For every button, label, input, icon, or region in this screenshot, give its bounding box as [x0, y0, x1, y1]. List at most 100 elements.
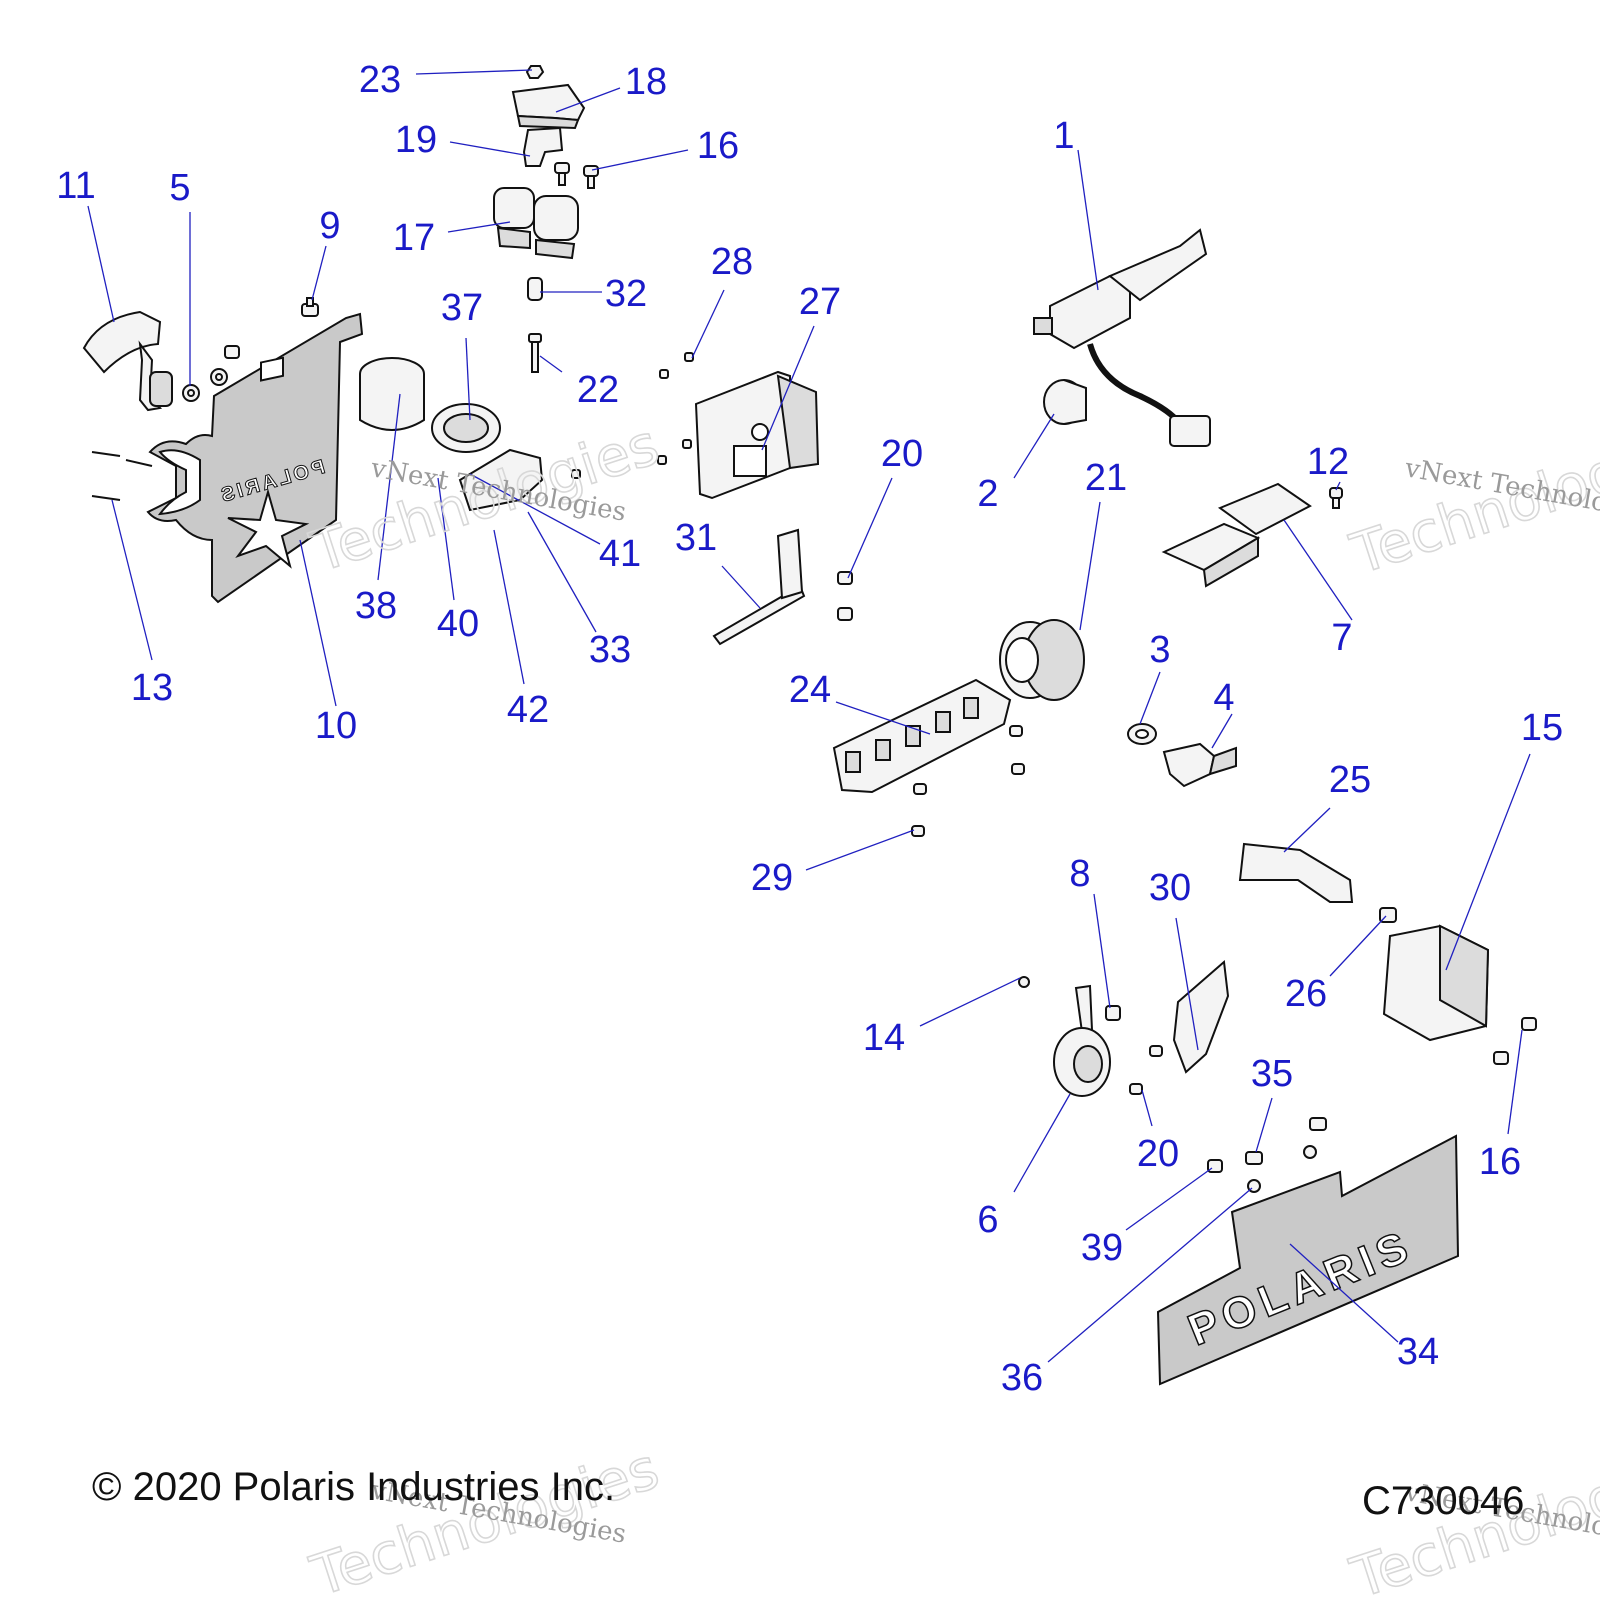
leader-line-c8 [1093, 893, 1111, 1009]
part-8-bolt [1105, 1005, 1121, 1021]
part-17-relay-block [493, 187, 579, 260]
leader-line-c25 [1283, 807, 1331, 853]
callout-c38: 38 [355, 585, 397, 627]
callout-c16a: 16 [697, 125, 739, 167]
callout-c42: 42 [507, 689, 549, 731]
leader-line-c16b [1507, 1029, 1523, 1135]
leader-line-c17 [447, 221, 511, 233]
part-9-bolt [301, 297, 319, 317]
leader-line-c35 [1255, 1097, 1273, 1153]
part-2-plug [1043, 379, 1087, 425]
leader-line-c15 [1445, 753, 1531, 971]
leader-line-c7 [1283, 519, 1353, 621]
leader-line-c1 [1077, 149, 1099, 291]
part-16-bolts-right [1493, 1017, 1537, 1065]
callout-c22: 22 [577, 369, 619, 411]
leader-line-c19 [449, 141, 531, 157]
callout-c21: 21 [1085, 457, 1127, 499]
leader-line-c14 [919, 977, 1021, 1027]
leader-line-c20b [1141, 1089, 1153, 1127]
part-20-bolts-lower [1129, 1045, 1163, 1095]
leader-line-c40 [437, 477, 455, 601]
callout-c10: 10 [315, 705, 357, 747]
callout-c17: 17 [393, 217, 435, 259]
callout-c36: 36 [1001, 1357, 1043, 1399]
part-6-horn [1053, 984, 1111, 1097]
leader-line-c3 [1139, 671, 1161, 725]
callout-c12: 12 [1307, 441, 1349, 483]
leader-line-c23 [415, 69, 533, 75]
part-35-screw [1245, 1117, 1327, 1165]
part-10-mounting-plate [146, 312, 364, 604]
part-11-connector [82, 310, 173, 412]
callout-c23: 23 [359, 59, 401, 101]
leader-line-c12 [1335, 481, 1341, 491]
part-38-ring [359, 357, 425, 431]
leader-line-c22 [539, 355, 563, 373]
callout-c16b: 16 [1479, 1141, 1521, 1183]
callout-c26: 26 [1285, 973, 1327, 1015]
part-4-socket [1162, 742, 1237, 788]
part-28-screws [571, 352, 694, 479]
callout-c33: 33 [589, 629, 631, 671]
part-15-regulator [1382, 924, 1490, 1042]
part-30-bracket [1172, 960, 1230, 1074]
part-21-buzzer [999, 619, 1085, 701]
leader-line-c37 [465, 337, 471, 421]
callout-c14: 14 [863, 1017, 905, 1059]
figure-code: C730046 [1362, 1479, 1524, 1523]
leader-line-c30 [1175, 917, 1199, 1051]
part-29-screws [911, 725, 1025, 837]
part-18-bracket [511, 83, 586, 130]
part-3-nut [1127, 723, 1157, 745]
part-24-fuse-box [832, 678, 1012, 794]
leader-line-c2 [1013, 413, 1055, 479]
callout-c5: 5 [169, 167, 190, 209]
leader-line-c4 [1211, 713, 1233, 749]
leader-line-c16a [591, 149, 689, 171]
leader-line-c26 [1329, 915, 1387, 977]
leader-line-c36 [1047, 1187, 1253, 1363]
callout-c9: 9 [319, 205, 340, 247]
part-33-bracket [458, 448, 544, 512]
part-27-ecu-module [694, 370, 820, 500]
callout-c24: 24 [789, 669, 831, 711]
leader-line-c28 [691, 289, 725, 359]
part-13-bolts [91, 451, 153, 501]
callout-c39: 39 [1081, 1227, 1123, 1269]
part-39-bolt [1207, 1159, 1223, 1173]
leader-line-c13 [111, 499, 153, 661]
part-23-nut [525, 65, 545, 79]
part-37-gauge [431, 403, 501, 453]
leader-line-c27 [761, 325, 815, 451]
callout-c20a: 20 [881, 433, 923, 475]
part-20-bolts-upper [837, 571, 853, 621]
callout-c32: 32 [605, 273, 647, 315]
callout-c6: 6 [977, 1199, 998, 1241]
part-12-screw [1329, 487, 1343, 509]
part-16-screw-top [554, 162, 599, 189]
callout-c8: 8 [1069, 853, 1090, 895]
leader-line-c11 [87, 205, 115, 323]
leader-line-c21 [1079, 501, 1101, 631]
part-5-washer [182, 345, 240, 402]
leader-line-c6 [1013, 1093, 1071, 1193]
part-19-clip [522, 126, 564, 167]
callout-c28: 28 [711, 241, 753, 283]
part-1-switch-stalk [1033, 228, 1211, 447]
part-22-bolt [528, 333, 542, 373]
callout-c35: 35 [1251, 1053, 1293, 1095]
callout-c2: 2 [977, 473, 998, 515]
callout-c40: 40 [437, 603, 479, 645]
leader-lines [87, 69, 1531, 1363]
callout-c34: 34 [1397, 1331, 1439, 1373]
callout-c19: 19 [395, 119, 437, 161]
part-14-nut [1018, 976, 1030, 988]
callout-c41: 41 [599, 533, 641, 575]
leader-line-c33 [527, 511, 597, 633]
callout-c11: 11 [56, 165, 95, 207]
callout-c1: 1 [1053, 115, 1074, 157]
leader-line-c24 [835, 701, 931, 735]
callout-c18: 18 [625, 61, 667, 103]
